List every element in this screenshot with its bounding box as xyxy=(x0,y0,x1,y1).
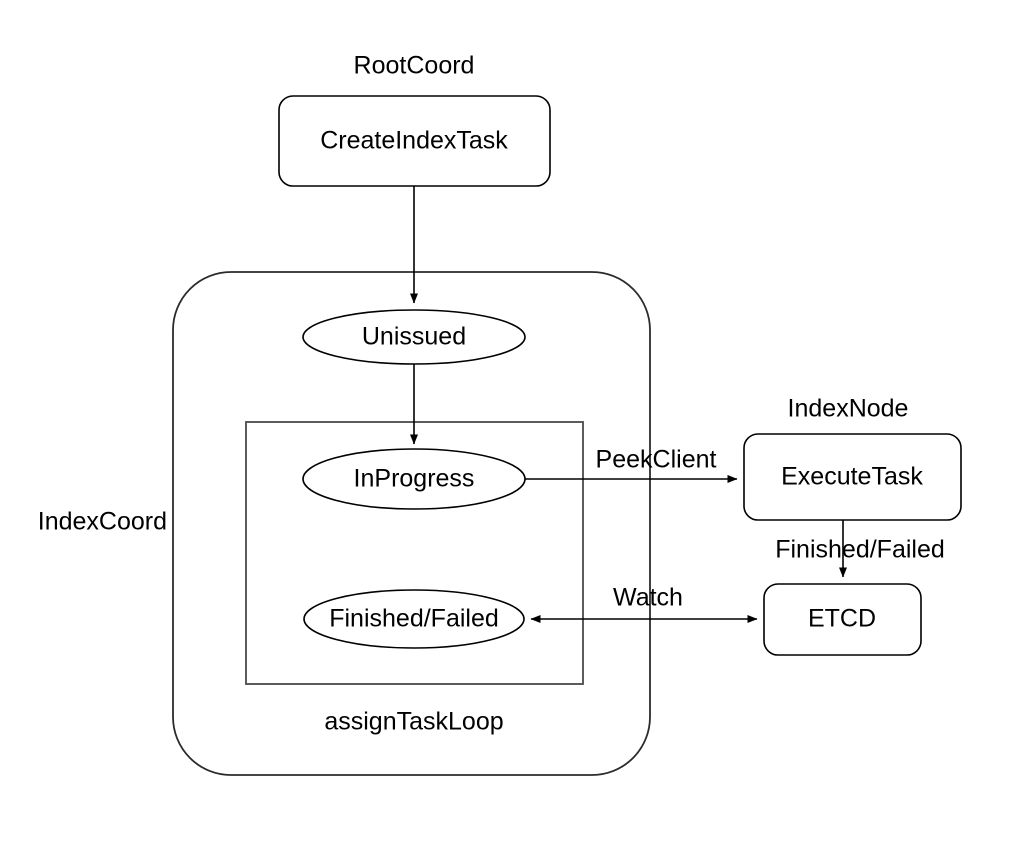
edge-label-peekclient: PeekClient xyxy=(596,446,717,474)
create-index-task-label: CreateIndexTask xyxy=(320,127,508,155)
group-indexcoord: IndexCoord xyxy=(38,271,651,776)
node-unissued[interactable]: Unissued xyxy=(302,309,526,365)
indexnode-label: IndexNode xyxy=(788,395,909,423)
unissued-shape[interactable] xyxy=(302,309,526,365)
node-execute-task[interactable]: ExecuteTask xyxy=(743,433,962,521)
edge-label-watch: Watch xyxy=(613,584,683,612)
edge-label-finished-failed: Finished/Failed xyxy=(775,536,945,564)
edge-in-progress-to-execute-task: PeekClient xyxy=(525,446,738,483)
indexcoord-label: IndexCoord xyxy=(38,508,167,536)
unissued-label: Unissued xyxy=(362,323,466,351)
in-progress-label: InProgress xyxy=(354,465,475,493)
execute-task-label: ExecuteTask xyxy=(781,463,923,491)
execute-task-shape[interactable] xyxy=(743,433,962,521)
indexcoord-container xyxy=(172,271,651,776)
finished-failed-state-shape[interactable] xyxy=(303,589,525,649)
node-in-progress[interactable]: InProgress xyxy=(302,448,526,510)
rootcoord-label: RootCoord xyxy=(354,52,475,80)
assigntaskloop-label: assignTaskLoop xyxy=(324,708,503,736)
finished-failed-state-label: Finished/Failed xyxy=(329,605,499,633)
node-etcd[interactable]: ETCD xyxy=(763,583,922,656)
edge-etcd-to-finished-failed-state: Watch xyxy=(530,584,758,623)
node-finished-failed-state[interactable]: Finished/Failed xyxy=(303,589,525,649)
edge-execute-task-to-etcd: Finished/Failed xyxy=(775,520,945,578)
etcd-label: ETCD xyxy=(808,605,876,633)
etcd-shape[interactable] xyxy=(763,583,922,656)
in-progress-shape[interactable] xyxy=(302,448,526,510)
create-index-task-shape[interactable] xyxy=(278,95,551,187)
node-create-index-task[interactable]: CreateIndexTask xyxy=(278,95,551,187)
